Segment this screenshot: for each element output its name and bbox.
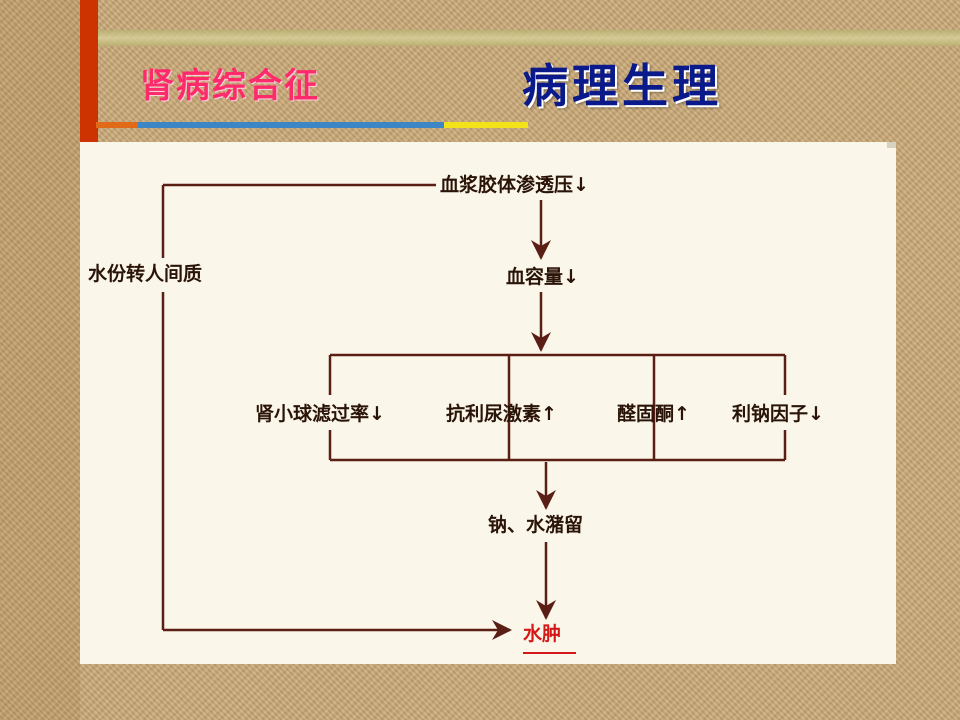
- node-water-to-interstitium: 水份转人间质: [88, 262, 203, 286]
- slide-title-left: 肾病综合征: [140, 66, 320, 106]
- diagram-panel: [80, 142, 896, 664]
- left-texture-band: [0, 0, 80, 720]
- red-accent-bar: [80, 0, 98, 142]
- edema-underline: [523, 652, 576, 654]
- node-sodium-water-retention: 钠、水潴留: [488, 514, 584, 536]
- slide-title-right: 病理生理: [522, 59, 722, 113]
- title-underline-blue: [138, 122, 444, 128]
- panel-corner: [887, 142, 896, 148]
- title-underline-orange: [96, 122, 138, 128]
- node-natriuretic-factor: 利钠因子↓: [732, 403, 824, 425]
- node-aldosterone: 醛固酮↑: [617, 403, 690, 425]
- top-stripe: [98, 30, 960, 46]
- title-underline-yellow: [444, 122, 528, 128]
- node-adh: 抗利尿激素↑: [446, 403, 557, 425]
- node-blood-volume: 血容量↓: [506, 266, 579, 288]
- node-gfr: 肾小球滤过率↓: [255, 403, 385, 425]
- node-plasma-oncotic-pressure: 血浆胶体渗透压↓: [440, 174, 589, 196]
- node-edema: 水肿: [523, 623, 562, 645]
